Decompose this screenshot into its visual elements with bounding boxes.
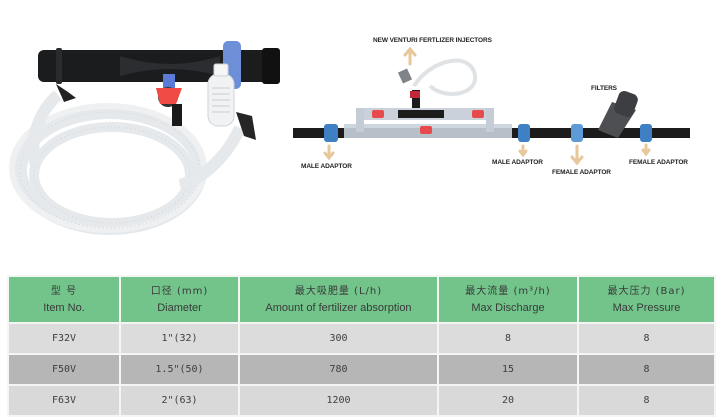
column-header-max-pressure: 最大压力 (Bar) Max Pressure [577,275,716,324]
label-male-adaptor-middle: MALE ADAPTOR [492,159,543,166]
label-filters: FILTERS [591,85,617,92]
installation-diagram: NEW VENTURI FERTLIZER INJECTORS FILTERS … [280,20,720,190]
column-header-item-no: 型 号 Item No. [7,275,121,324]
cell-absorption: 1200 [238,384,439,417]
specification-table: 型 号 Item No. 口径 (mm) Diameter 最大吸肥量 (L/h… [7,275,716,417]
label-female-adaptor-right: FEMALE ADAPTOR [629,159,688,166]
cell-max-discharge: 8 [437,322,579,355]
table-row: F50V 1.5"(50) 780 15 8 [7,353,716,386]
cell-diameter: 2"(63) [119,384,240,417]
cell-max-pressure: 8 [577,322,716,355]
cell-absorption: 300 [238,322,439,355]
column-header-max-discharge: 最大流量 (m³/h) Max Discharge [437,275,579,324]
label-venturi-injector: NEW VENTURI FERTLIZER INJECTORS [373,37,492,44]
table-row: F63V 2"(63) 1200 20 8 [7,384,716,417]
cell-item-no: F63V [7,384,121,417]
cell-item-no: F50V [7,353,121,386]
cell-item-no: F32V [7,322,121,355]
table-header-row: 型 号 Item No. 口径 (mm) Diameter 最大吸肥量 (L/h… [7,275,716,324]
cell-absorption: 780 [238,353,439,386]
label-male-adaptor-left: MALE ADAPTOR [301,163,352,170]
cell-max-discharge: 15 [437,353,579,386]
column-header-diameter: 口径 (mm) Diameter [119,275,240,324]
product-photo [0,0,290,260]
label-female-adaptor-filter: FEMALE ADAPTOR [552,169,611,176]
column-header-absorption: 最大吸肥量 (L/h) Amount of fertilizer absorpt… [238,275,439,324]
cell-max-pressure: 8 [577,384,716,417]
venturi-injector-illustration [9,41,280,235]
table-row: F32V 1"(32) 300 8 8 [7,322,716,355]
cell-max-pressure: 8 [577,353,716,386]
cell-max-discharge: 20 [437,384,579,417]
pipeline-illustration [293,46,690,166]
cell-diameter: 1"(32) [119,322,240,355]
cell-diameter: 1.5"(50) [119,353,240,386]
